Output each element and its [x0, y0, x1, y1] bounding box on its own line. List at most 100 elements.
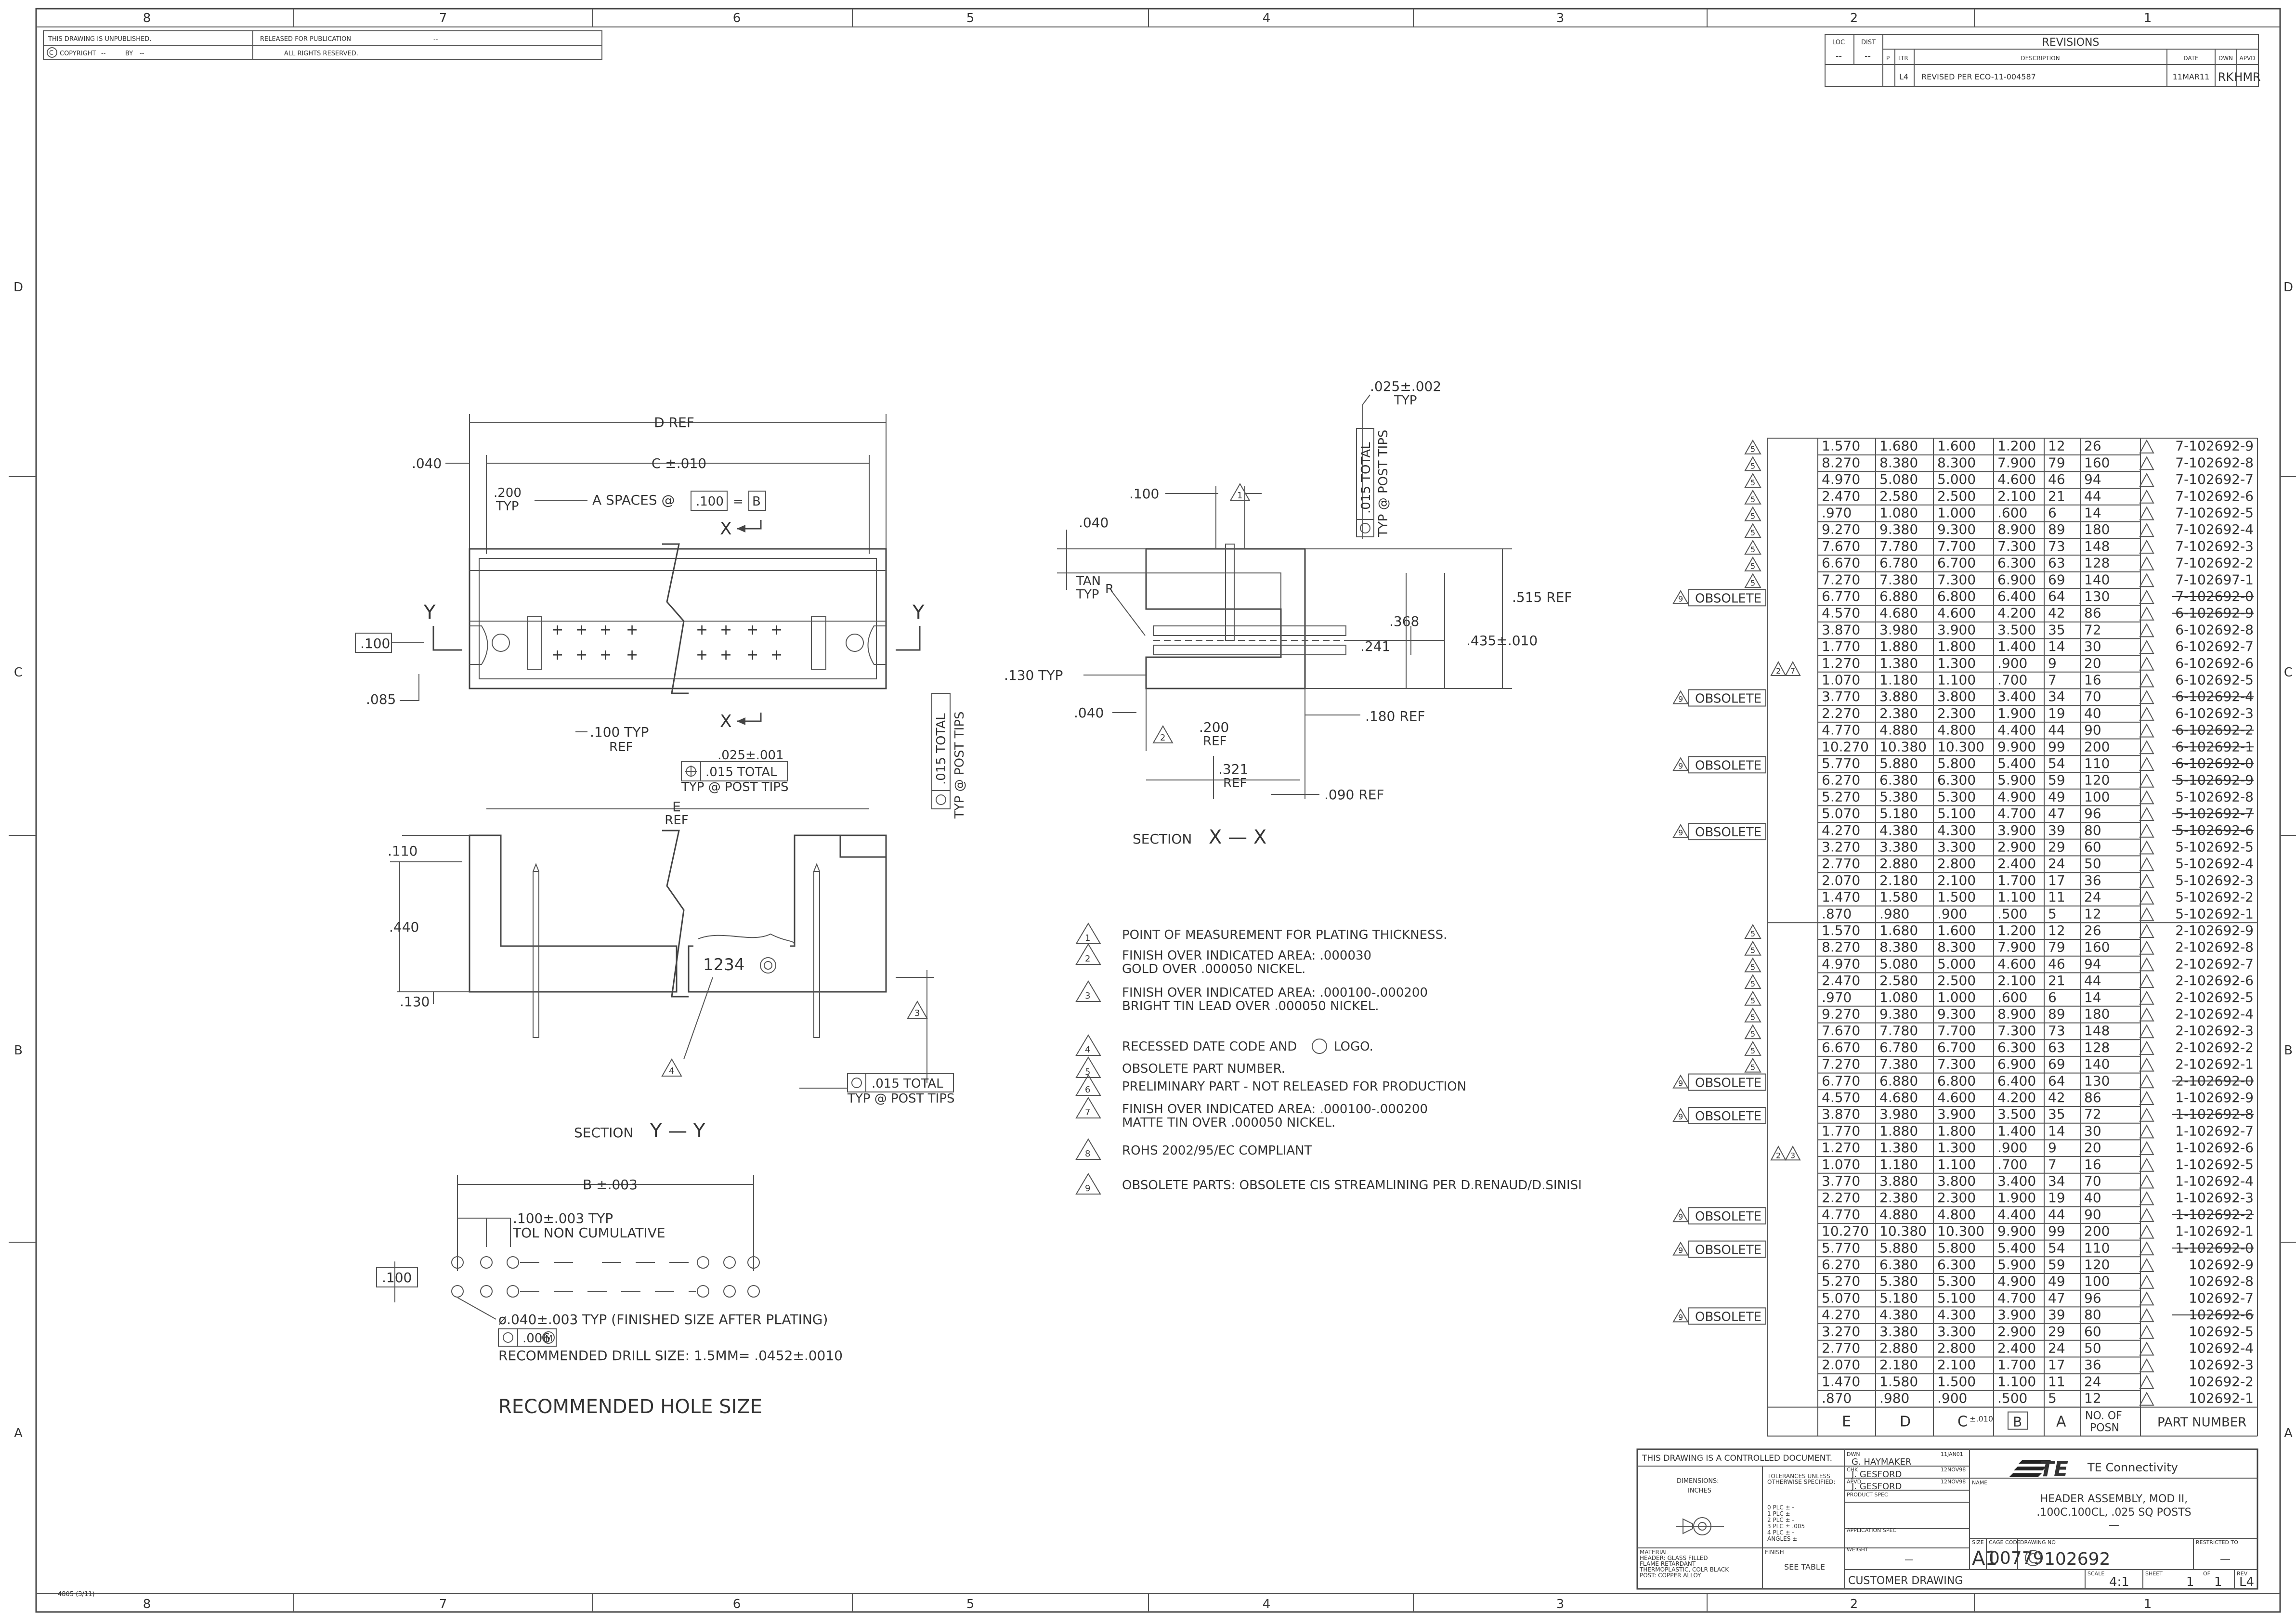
note-number: 1 [1085, 933, 1090, 943]
table-cell-a: 46 [2048, 471, 2065, 487]
flag-5-icon [1744, 974, 1761, 989]
table-cell-part: 6-102692-8 [2175, 622, 2254, 637]
table-cell-a: 64 [2048, 588, 2065, 604]
table-cell-d: 1.380 [1879, 1140, 1918, 1156]
table-cell-part: 102692-8 [2189, 1273, 2254, 1289]
table-cell-e: 1.470 [1822, 1374, 1860, 1390]
row-flag-icon [2139, 1341, 2154, 1356]
note-text-2: BRIGHT TIN LEAD OVER .000050 NICKEL. [1122, 999, 1379, 1013]
revisions-block: LOC DIST -- -- REVISIONS P LTR DESCRIPTI… [1825, 34, 2261, 87]
table-cell-a: 34 [2048, 1173, 2065, 1189]
table-cell-b: 7.300 [1997, 1023, 2036, 1039]
table-cell-a: 35 [2048, 622, 2065, 637]
rev-head-date: DATE [2183, 55, 2198, 62]
table-cell-b: 3.400 [1997, 689, 2036, 704]
rev-head-description: DESCRIPTION [2021, 55, 2060, 62]
table-cell-b: 2.900 [1997, 839, 2036, 855]
table-cell-e: .870 [1822, 906, 1852, 922]
table-cell-posn: 94 [2084, 956, 2101, 972]
table-cell-e: 1.270 [1822, 655, 1860, 671]
table-cell-a: 17 [2048, 1357, 2065, 1373]
table-cell-e: 7.270 [1822, 1056, 1860, 1072]
xx-tol-015-vert: .015 TOTAL [1359, 442, 1373, 514]
table-cell-d: 5.880 [1879, 1240, 1918, 1256]
table-cell-posn: 140 [2084, 1056, 2110, 1072]
table-cell-b: 1.200 [1997, 438, 2036, 454]
table-cell-e: 4.570 [1822, 605, 1860, 621]
tb-weight-value: — [1905, 1555, 1913, 1565]
table-cell-c: 4.300 [1937, 822, 1976, 838]
table-cell-e: 7.670 [1822, 1023, 1860, 1039]
table-cell-e: 3.870 [1822, 622, 1860, 637]
table-cell-d: 4.380 [1879, 822, 1918, 838]
table-cell-b: 1.100 [1997, 889, 2036, 905]
table-cell-b: 9.900 [1997, 739, 2036, 754]
table-cell-c: 1.100 [1937, 672, 1976, 688]
table-cell-c: 5.300 [1937, 789, 1976, 805]
table-cell-part: 2-102692-5 [2175, 989, 2254, 1005]
section-y-title-letter: Y — Y [650, 1120, 705, 1142]
footer-c-tol: ±.010 [1970, 1415, 1993, 1424]
table-cell-d: 6.880 [1879, 588, 1918, 604]
table-cell-b: 6.300 [1997, 1039, 2036, 1055]
table-cell-e: 6.770 [1822, 588, 1860, 604]
flag-5-label: 5 [1750, 946, 1755, 955]
table-cell-part: 5-102692-8 [2175, 789, 2254, 805]
table-cell-e: 3.270 [1822, 1324, 1860, 1339]
row-flag-icon [2139, 823, 2154, 838]
table-cell-b: 6.900 [1997, 572, 2036, 587]
flag-5-label: 5 [1750, 962, 1755, 972]
table-cell-d: 3.880 [1879, 689, 1918, 704]
table-cell-posn: 100 [2084, 1273, 2110, 1289]
table-cell-posn: 90 [2084, 722, 2101, 738]
yy-tol-015: .015 TOTAL [872, 1077, 943, 1091]
xx-tan: TAN [1076, 574, 1101, 588]
table-cell-b: 6.400 [1997, 588, 2036, 604]
loc-label: LOC [1832, 39, 1845, 46]
table-cell-a: 9 [2048, 1140, 2057, 1156]
rev-head-dwn: DWN [2218, 55, 2233, 62]
flag-5-icon [1744, 1057, 1761, 1073]
a-spaces-b: B [752, 494, 761, 509]
tol-post-tips-vert: TYP @ POST TIPS [952, 712, 967, 819]
note-text: PRELIMINARY PART - NOT RELEASED FOR PROD… [1122, 1079, 1466, 1094]
row-flag-icon [2139, 706, 2154, 721]
svg-text:2: 2 [1776, 1151, 1781, 1160]
zone-col-8-top: 8 [143, 11, 151, 26]
tb-of-label: OF [2203, 1571, 2210, 1577]
table-cell-d: 4.880 [1879, 1207, 1918, 1222]
rights-note: ALL RIGHTS RESERVED. [284, 50, 358, 57]
section-x-title-letter: X — X [1209, 826, 1266, 848]
table-cell-posn: 20 [2084, 655, 2101, 671]
note-text: ROHS 2002/95/EC COMPLIANT [1122, 1143, 1312, 1158]
tb-dwg-c-symbol-icon [2025, 1550, 2041, 1566]
table-cell-d: 4.680 [1879, 1090, 1918, 1105]
table-cell-a: 54 [2048, 755, 2065, 771]
flag-5-icon [1744, 923, 1761, 939]
table-cell-part: 2-102692-8 [2175, 939, 2254, 955]
table-cell-e: 2.070 [1822, 1357, 1860, 1373]
tb-finish-value: SEE TABLE [1784, 1562, 1825, 1572]
tol-015-label: .015 TOTAL [705, 765, 777, 780]
tb-scale-value: 4:1 [2109, 1575, 2129, 1589]
copyright-label: COPYRIGHT [60, 50, 96, 57]
xx-dim-090: .090 REF [1324, 787, 1384, 803]
table-cell-b: 4.900 [1997, 789, 2036, 805]
table-cell-a: 19 [2048, 1190, 2065, 1206]
table-cell-e: 2.470 [1822, 973, 1860, 988]
table-cell-c: 5.100 [1937, 806, 1976, 821]
legal-block: THIS DRAWING IS UNPUBLISHED. C COPYRIGHT… [43, 30, 602, 60]
table-cell-c: 4.600 [1937, 605, 1976, 621]
table-cell-part: 1-102692-5 [2175, 1156, 2254, 1172]
